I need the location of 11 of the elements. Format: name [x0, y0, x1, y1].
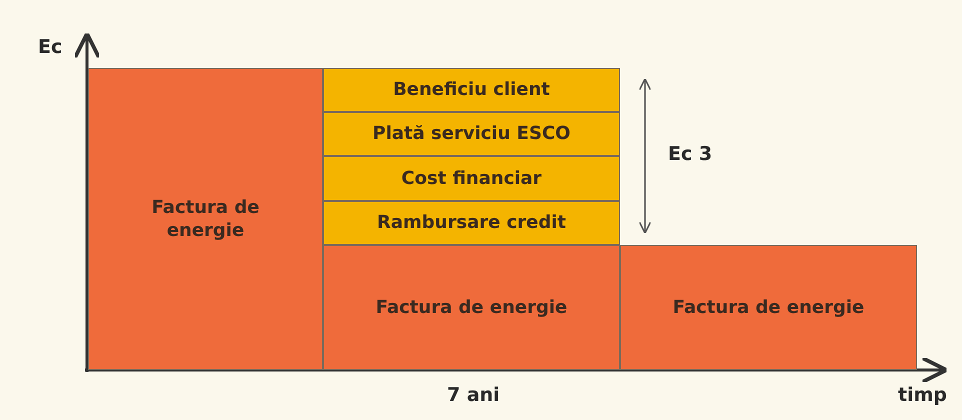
bar-segment: Beneficiu client — [323, 68, 620, 112]
energy-bill-block: Factura de energie — [323, 245, 620, 370]
axis-label: timp — [898, 384, 947, 406]
axis-label: 7 ani — [447, 384, 500, 406]
bar-segment: Rambursare credit — [323, 201, 620, 245]
axis-label: Ec — [38, 36, 62, 58]
dimension-label: Ec 3 — [668, 143, 712, 165]
bar-segment: Plată serviciu ESCO — [323, 112, 620, 156]
energy-bill-block: Factura de energie — [88, 68, 323, 370]
energy-bill-block: Factura de energie — [620, 245, 917, 370]
bar-segment: Cost financiar — [323, 156, 620, 201]
